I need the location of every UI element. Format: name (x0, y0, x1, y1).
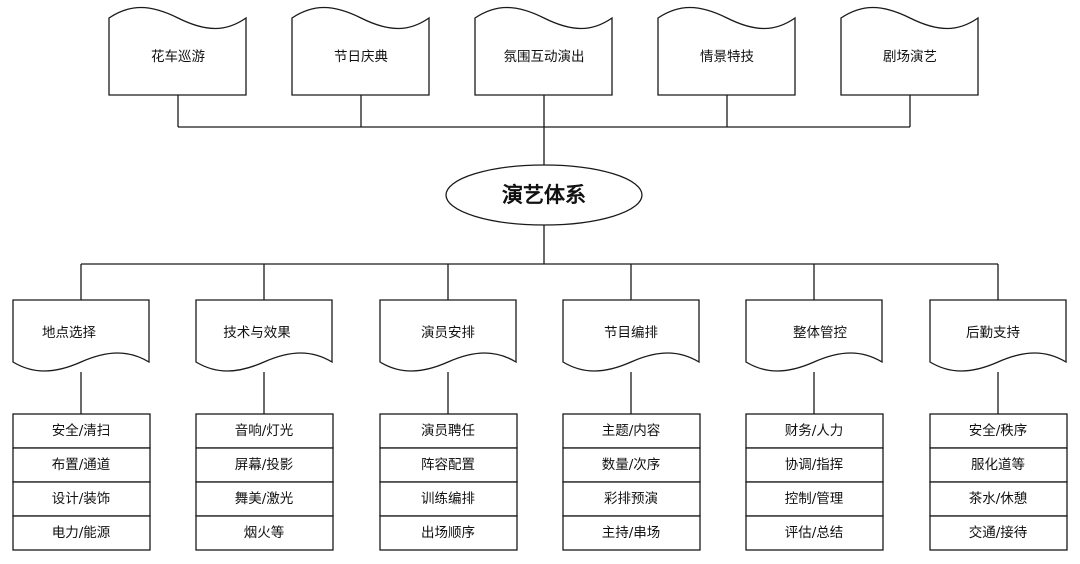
item-label: 协调/指挥 (785, 457, 844, 473)
item-label: 演员聘任 (421, 423, 475, 439)
item-label: 数量/次序 (602, 457, 661, 473)
bottom-category-label: 节目编排 (604, 325, 658, 341)
item-label: 舞美/激光 (235, 491, 294, 507)
bottom-category-label: 后勤支持 (966, 325, 1020, 341)
items-整体管控: 财务/人力 协调/指挥 控制/管理 评估/总结 (745, 413, 884, 551)
top-category-label: 情景特技 (700, 49, 754, 65)
item-label: 交通/接待 (969, 524, 1028, 541)
item-label: 烟火等 (244, 524, 285, 541)
item-label: 屏幕/投影 (235, 457, 294, 473)
top-connectors (177, 95, 911, 165)
bottom-category-地点选择: 地点选择 (12, 299, 150, 372)
top-category-label: 花车巡游 (151, 48, 205, 65)
item-label: 控制/管理 (785, 491, 844, 507)
top-category-氛围互动演出: 氛围互动演出 (474, 6, 613, 96)
item-label: 茶水/休憩 (969, 490, 1028, 507)
bottom-connectors (80, 225, 999, 414)
items-节目编排: 主题/内容 数量/次序 彩排预演 主持/串场 (562, 413, 701, 551)
bottom-category-技术与效果: 技术与效果 (195, 299, 333, 372)
items-后勤支持: 安全/秩序 服化道等 茶水/休憩 交通/接待 (929, 413, 1068, 551)
item-label: 主持/串场 (602, 525, 661, 541)
bottom-category-后勤支持: 后勤支持 (929, 299, 1067, 372)
bottom-category-label: 地点选择 (42, 325, 96, 341)
top-category-label: 剧场演艺 (883, 49, 937, 65)
item-label: 安全/清扫 (52, 422, 111, 439)
top-category-label: 节日庆典 (334, 49, 388, 65)
item-label: 彩排预演 (604, 491, 658, 507)
top-category-情景特技: 情景特技 (657, 6, 796, 96)
items-地点选择: 安全/清扫 布置/通道 设计/装饰 电力/能源 (12, 413, 151, 551)
item-label: 主题/内容 (602, 422, 661, 439)
bottom-category-演员安排: 演员安排 (379, 299, 517, 372)
item-label: 阵容配置 (421, 456, 475, 473)
center-node: 演艺体系 (445, 164, 643, 226)
bottom-category-整体管控: 整体管控 (745, 299, 883, 372)
item-label: 电力/能源 (52, 525, 111, 541)
top-category-label: 氛围互动演出 (504, 49, 585, 65)
top-category-节日庆典: 节日庆典 (291, 6, 430, 96)
bottom-category-label: 整体管控 (793, 325, 847, 341)
item-label: 安全/秩序 (969, 422, 1028, 439)
item-label: 设计/装饰 (52, 491, 111, 507)
bottom-category-label: 演员安排 (421, 325, 475, 341)
item-label: 布置/通道 (52, 457, 111, 473)
bottom-category-label: 技术与效果 (223, 325, 291, 341)
top-category-剧场演艺: 剧场演艺 (840, 6, 979, 96)
item-label: 出场顺序 (421, 525, 475, 541)
items-演员安排: 演员聘任 阵容配置 训练编排 出场顺序 (379, 413, 518, 551)
center-label: 演艺体系 (502, 183, 586, 207)
item-label: 服化道等 (971, 456, 1025, 473)
bottom-category-节目编排: 节目编排 (562, 299, 700, 372)
item-label: 评估/总结 (785, 525, 844, 541)
items-技术与效果: 音响/灯光 屏幕/投影 舞美/激光 烟火等 (195, 413, 334, 551)
top-category-花车巡游: 花车巡游 (108, 6, 247, 96)
item-label: 财务/人力 (785, 423, 844, 439)
item-label: 训练编排 (421, 491, 475, 507)
item-label: 音响/灯光 (235, 422, 294, 439)
